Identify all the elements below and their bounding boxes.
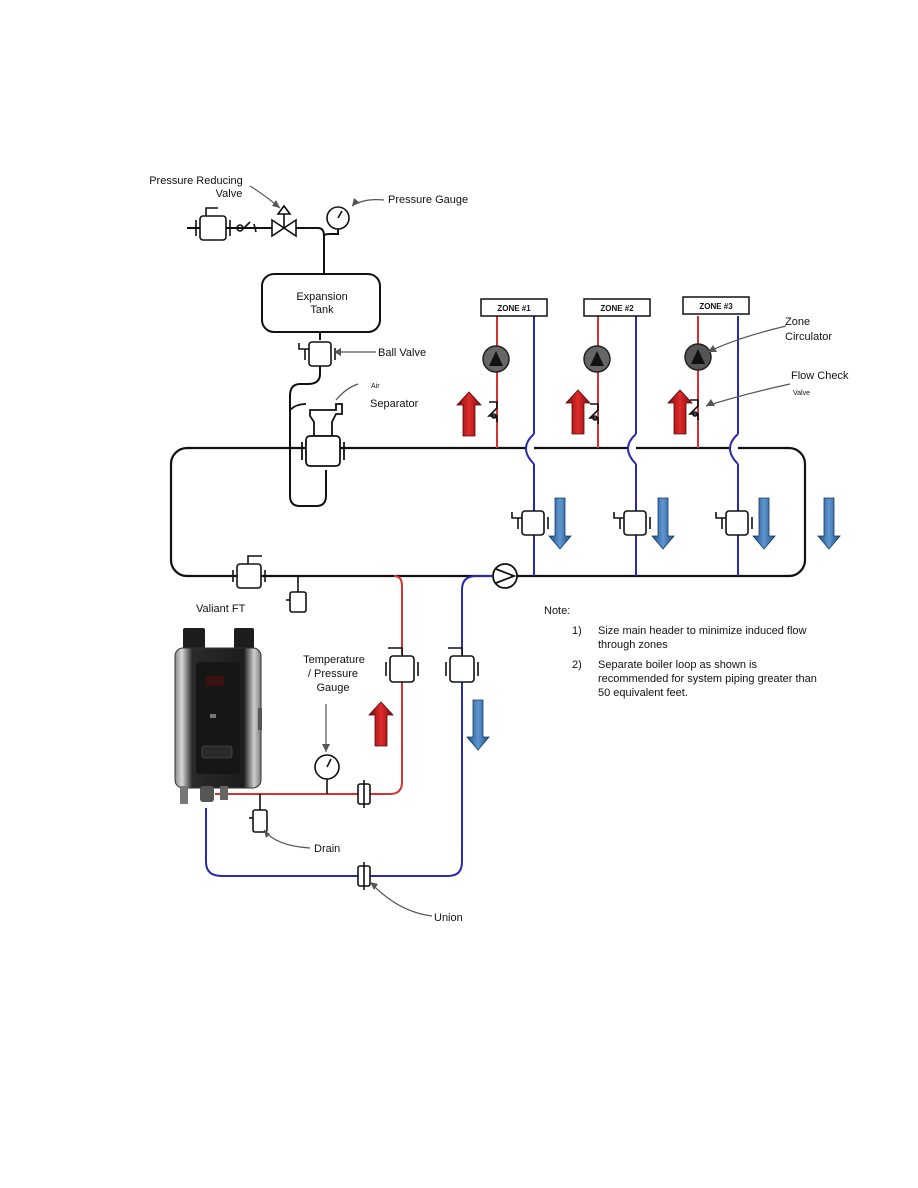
- zone-circulator-label-line2: Circulator: [785, 331, 832, 343]
- tank-to-separator-pipe: [289, 366, 327, 507]
- pressure-gauge-icon: [326, 206, 350, 234]
- boiler-supply-arrow-icon: [368, 701, 394, 747]
- zone-box-3: ZONE #3: [682, 296, 750, 315]
- boiler-return-arrow-icon: [466, 699, 490, 751]
- note-item-2: 2) Separate boiler loop as shown is reco…: [544, 658, 844, 700]
- leader-arrowheads: [264, 198, 717, 890]
- boiler-supply-valve-icon: [385, 647, 419, 683]
- expansion-tank-label-line2: Tank: [310, 304, 334, 316]
- boiler-return-valve-icon: [445, 647, 479, 683]
- flow-check-valves: [487, 399, 699, 424]
- union-label: Union: [434, 912, 463, 924]
- pressure-gauge-label: Pressure Gauge: [388, 194, 468, 206]
- boiler-label: Valiant FT: [196, 603, 246, 615]
- zone-2-ball-valve-icon: [613, 510, 651, 536]
- return-union-icon: [357, 862, 371, 890]
- zone-3-return-arrow-icon: [752, 497, 776, 550]
- zone-1-label: ZONE #1: [497, 304, 531, 313]
- zone-circulator-label-line1: Zone: [785, 316, 810, 328]
- note-title: Note:: [544, 605, 571, 617]
- note-item-2-number: 2): [572, 659, 582, 671]
- zone-1-ball-valve-icon: [511, 510, 549, 536]
- header-ball-valve-icon: [232, 555, 266, 589]
- header-return-arrow-icon: [817, 497, 841, 550]
- zone-2-supply-arrow-icon: [565, 389, 591, 435]
- ball-valve-label: Ball Valve: [378, 347, 426, 359]
- zone-1-return-arrow-icon: [548, 497, 572, 550]
- header-drain-icon: [286, 576, 307, 613]
- zone-2-flow-check-icon: [588, 403, 599, 424]
- primary-loop: [169, 446, 807, 578]
- zone-3-circulator-icon: [684, 343, 712, 371]
- temp-pressure-gauge-label-line1: Temperature: [303, 654, 365, 666]
- expansion-tank-label-line1: Expansion: [296, 291, 347, 303]
- note-item-2-line3: 50 equivalent feet.: [598, 687, 688, 699]
- temp-pressure-gauge-label-line3: Gauge: [316, 682, 349, 694]
- zone-3-ball-valve-icon: [715, 510, 753, 536]
- zone-return-valves: [511, 510, 753, 536]
- return-flow-arrows: [466, 497, 841, 751]
- zone-2-label: ZONE #2: [600, 304, 634, 313]
- zone-1-supply-arrow-icon: [456, 391, 482, 437]
- note-item-1-line1: Size main header to minimize induced flo…: [598, 625, 807, 637]
- flow-check-label-line2: Valve: [793, 390, 810, 397]
- note-item-1-number: 1): [572, 625, 582, 637]
- supply-flow-arrows: [368, 389, 693, 747]
- fill-valve-icon: [271, 204, 297, 238]
- zone-return-crossovers: [525, 433, 739, 465]
- zone-2-circulator-icon: [583, 345, 611, 373]
- note-block: Note: 1) Size main header to minimize in…: [544, 604, 844, 700]
- boiler-drain-icon: [249, 794, 268, 833]
- pressure-reducing-valve-label-line2: Valve: [216, 188, 243, 200]
- backflow-check-icon: [236, 221, 257, 233]
- zone-box-1: ZONE #1: [480, 298, 548, 317]
- temp-pressure-gauge-label-line2: / Pressure: [308, 668, 358, 680]
- temp-pressure-gauge-icon: [314, 754, 340, 794]
- component-labels: Pressure Reducing Valve Pressure Gauge E…: [149, 175, 849, 924]
- zone-3-label: ZONE #3: [699, 302, 733, 311]
- zone-1-flow-check-icon: [487, 401, 498, 422]
- zone-box-2: ZONE #2: [583, 298, 651, 317]
- zone-3-flow-check-icon: [688, 399, 699, 420]
- zone-1-circulator-icon: [482, 345, 510, 373]
- supply-union-icon: [357, 780, 371, 808]
- air-separator-label-line2: Separator: [370, 398, 419, 410]
- note-item-1: 1) Size main header to minimize induced …: [544, 624, 844, 652]
- boiler-circulator-icon: [492, 563, 518, 589]
- boiler-unit: [174, 628, 262, 804]
- tank-ball-valve-icon: [298, 341, 336, 367]
- pressure-reducing-valve-icon: [195, 207, 231, 241]
- air-separator-icon: [289, 403, 345, 467]
- note-item-1-line2: through zones: [598, 639, 668, 651]
- zone-2-return-arrow-icon: [651, 497, 675, 550]
- boiler-loop-piping: [205, 575, 493, 877]
- air-separator-label-line1: Air: [371, 383, 380, 390]
- note-item-2-line2: recommended for system piping greater th…: [598, 673, 817, 685]
- zone-3-supply-arrow-icon: [667, 389, 693, 435]
- pressure-reducing-valve-label-line1: Pressure Reducing: [149, 175, 243, 187]
- note-item-2-line1: Separate boiler loop as shown is: [598, 659, 757, 671]
- drain-label: Drain: [314, 843, 340, 855]
- zone-circulators: [482, 343, 712, 373]
- expansion-tank: [261, 273, 381, 333]
- flow-check-label-line1: Flow Check: [791, 370, 849, 382]
